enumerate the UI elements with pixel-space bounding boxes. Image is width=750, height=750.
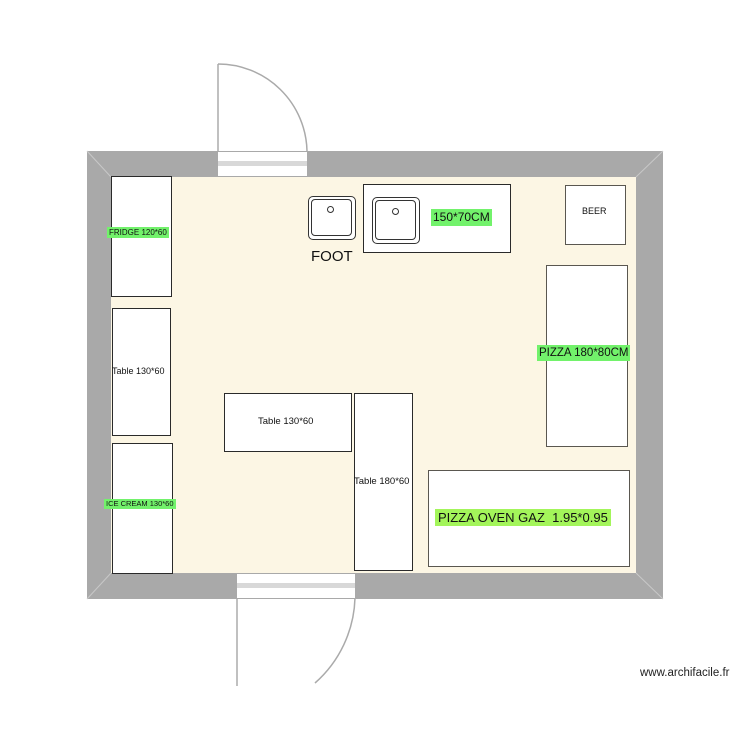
table-left[interactable] [112, 308, 171, 436]
table-tall[interactable] [354, 393, 413, 571]
counter-sink[interactable] [372, 197, 420, 244]
bottom-door-swing-icon[interactable] [230, 598, 360, 688]
bottom-door-threshold [237, 583, 355, 588]
pizza-table-label: PIZZA 180*80CM [537, 345, 631, 361]
counter-sink-basin [375, 200, 416, 240]
beer-fridge[interactable] [565, 185, 626, 245]
wall-bottom [87, 573, 663, 599]
top-door-threshold [218, 161, 307, 166]
table-center[interactable] [224, 393, 352, 452]
foot-sink-label: FOOT [311, 248, 353, 265]
foot-sink-basin [311, 199, 352, 236]
foot-sink[interactable] [308, 196, 356, 240]
table-left-label: Table 130*60 [112, 366, 165, 376]
pizza-oven-label: PIZZA OVEN GAZ 1.95*0.95 [435, 509, 611, 526]
foot-sink-drain-icon [327, 206, 334, 213]
beer-label: BEER [582, 206, 607, 216]
counter-sink-drain-icon [392, 208, 399, 215]
top-door-swing-icon[interactable] [200, 55, 330, 155]
watermark: www.archifacile.fr [640, 667, 730, 679]
fridge-label: FRIDGE 120*60 [107, 227, 169, 238]
wall-left [87, 151, 111, 599]
sink-counter-label: 150*70CM [431, 209, 492, 226]
wall-top [87, 151, 663, 177]
ice-cream-label: ICE CREAM 130*60 [104, 499, 176, 509]
table-center-label: Table 130*60 [258, 416, 314, 427]
table-tall-label: Table 180*60 [354, 476, 410, 487]
wall-right [636, 151, 663, 599]
